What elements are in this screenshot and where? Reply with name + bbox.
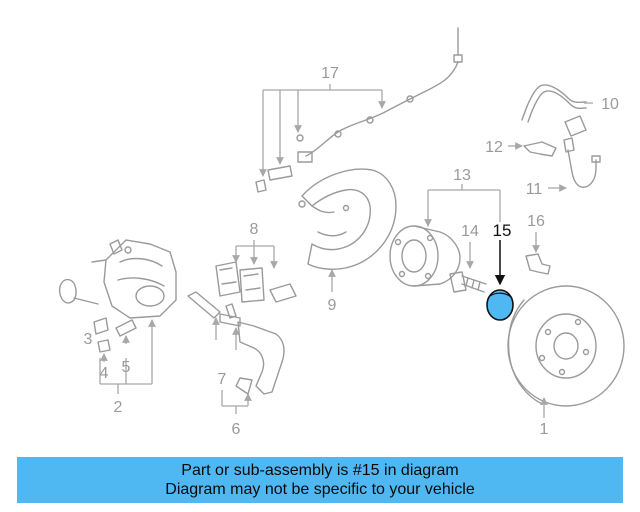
info-banner: Part or sub-assembly is #15 in diagram D… — [17, 457, 623, 503]
part-9-splash-shield — [298, 168, 397, 270]
part-13-hub-bearing — [389, 225, 461, 287]
callout-12[interactable]: 12 — [485, 139, 503, 156]
part-14-hub-bolt — [449, 271, 487, 293]
callout-2-leaders — [99, 319, 156, 394]
callout-8-leaders — [232, 240, 278, 269]
callout-3[interactable]: 3 — [84, 331, 93, 348]
part-17-abs-sensor — [255, 27, 463, 193]
callout-16[interactable]: 16 — [527, 213, 545, 230]
callout-2[interactable]: 2 — [114, 399, 123, 416]
part-4-cap — [97, 339, 111, 353]
callout-6[interactable]: 6 — [232, 421, 241, 438]
callout-17-leaders — [259, 84, 386, 177]
part-7-caliper-bracket — [187, 291, 285, 395]
callout-8[interactable]: 8 — [250, 221, 259, 238]
callout-11[interactable]: 11 — [526, 181, 543, 198]
callout-17[interactable]: 17 — [321, 65, 339, 82]
part-5-bleeder — [115, 319, 137, 337]
banner-line-1: Part or sub-assembly is #15 in diagram — [181, 462, 459, 479]
part-3-bolt — [93, 317, 109, 335]
callout-10[interactable]: 10 — [601, 96, 619, 113]
part-15-dust-cap[interactable] — [486, 289, 514, 321]
callout-7[interactable]: 7 — [218, 371, 227, 388]
part-2-brake-caliper — [58, 239, 177, 319]
part-1-brake-disc — [507, 285, 625, 407]
part-12-clip — [523, 141, 557, 157]
part-8-brake-pads — [215, 261, 297, 303]
part-16-bleeder-valve — [525, 253, 551, 275]
callout-15[interactable]: 15 — [493, 221, 512, 240]
part-11-brake-line — [563, 137, 601, 188]
callout-9[interactable]: 9 — [328, 297, 337, 314]
callout-13[interactable]: 13 — [453, 167, 471, 184]
callout-4[interactable]: 4 — [100, 365, 109, 382]
callout-7-leaders — [212, 317, 252, 414]
callout-5[interactable]: 5 — [122, 359, 131, 376]
callout-14[interactable]: 14 — [461, 223, 479, 240]
part-10-brake-hose — [521, 84, 587, 137]
callout-13-leaders — [424, 184, 501, 227]
banner-line-2: Diagram may not be specific to your vehi… — [165, 481, 475, 498]
callout-1[interactable]: 1 — [540, 421, 549, 438]
